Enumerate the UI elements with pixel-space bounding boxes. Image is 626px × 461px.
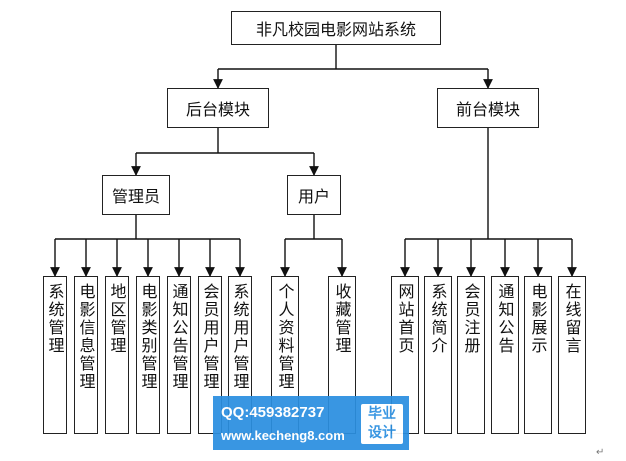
root-node: 非凡校园电影网站系统: [231, 11, 441, 45]
leaf-label: 个人资料管理: [275, 283, 295, 391]
leaf-movie-category-management: 电影类别管理: [136, 276, 160, 434]
leaf-label: 收藏管理: [332, 283, 352, 355]
leaf-label: 在线留言: [562, 283, 582, 355]
watermark-qq-text: QQ:459382737: [221, 404, 325, 421]
watermark-site-text: www.kecheng8.com: [221, 428, 345, 443]
leaf-label: 通知公告管理: [169, 283, 189, 391]
leaf-notices: 通知公告: [491, 276, 519, 434]
watermark-banner: QQ:459382737 www.kecheng8.com 毕业 设计: [213, 396, 409, 450]
leaf-region-management: 地区管理: [105, 276, 129, 434]
frontend-module-node: 前台模块: [437, 88, 539, 128]
backend-module-node: 后台模块: [167, 88, 269, 128]
leaf-label: 系统简介: [428, 283, 448, 355]
leaf-movie-showcase: 电影展示: [524, 276, 552, 434]
leaf-movie-info-management: 电影信息管理: [74, 276, 98, 434]
leaf-member-user-management: 会员用户管理: [198, 276, 222, 434]
leaf-system-management: 系统管理: [43, 276, 67, 434]
leaf-label: 网站首页: [395, 283, 415, 355]
leaf-label: 会员注册: [461, 283, 481, 355]
leaf-label: 地区管理: [107, 283, 127, 355]
leaf-label: 系统管理: [45, 283, 65, 355]
leaf-notice-management: 通知公告管理: [167, 276, 191, 434]
watermark-badge: 毕业 设计: [361, 404, 403, 444]
watermark-badge-line1: 毕业: [368, 405, 396, 421]
leaf-label: 电影类别管理: [138, 283, 158, 391]
leaf-label: 电影信息管理: [76, 283, 96, 391]
leaf-label: 电影展示: [528, 283, 548, 355]
leaf-label: 系统用户管理: [230, 283, 250, 391]
leaf-system-intro: 系统简介: [424, 276, 452, 434]
leaf-label: 会员用户管理: [200, 283, 220, 391]
paragraph-return-icon: ↵: [596, 447, 605, 458]
leaf-member-registration: 会员注册: [457, 276, 485, 434]
leaf-online-message: 在线留言: [558, 276, 586, 434]
watermark-badge-line2: 设计: [368, 424, 396, 440]
admin-node: 管理员: [102, 175, 170, 215]
user-node: 用户: [287, 175, 341, 215]
leaf-label: 通知公告: [495, 283, 515, 355]
